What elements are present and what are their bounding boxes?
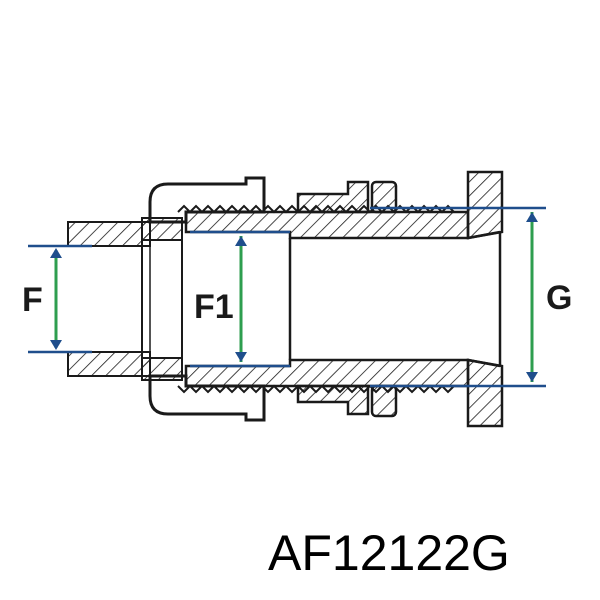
flange [466, 170, 504, 428]
part-number: AF12122G [268, 525, 510, 581]
dimension-label-f1: F1 [194, 288, 234, 326]
washer [370, 180, 398, 418]
dimension-f1 [190, 230, 290, 368]
dimension-label-f: F [22, 281, 43, 319]
dimension-f [28, 244, 92, 354]
dimension-g [370, 206, 546, 388]
dimension-label-g: G [546, 279, 572, 317]
lock-nut [296, 180, 370, 416]
left-pipe [67, 221, 151, 377]
